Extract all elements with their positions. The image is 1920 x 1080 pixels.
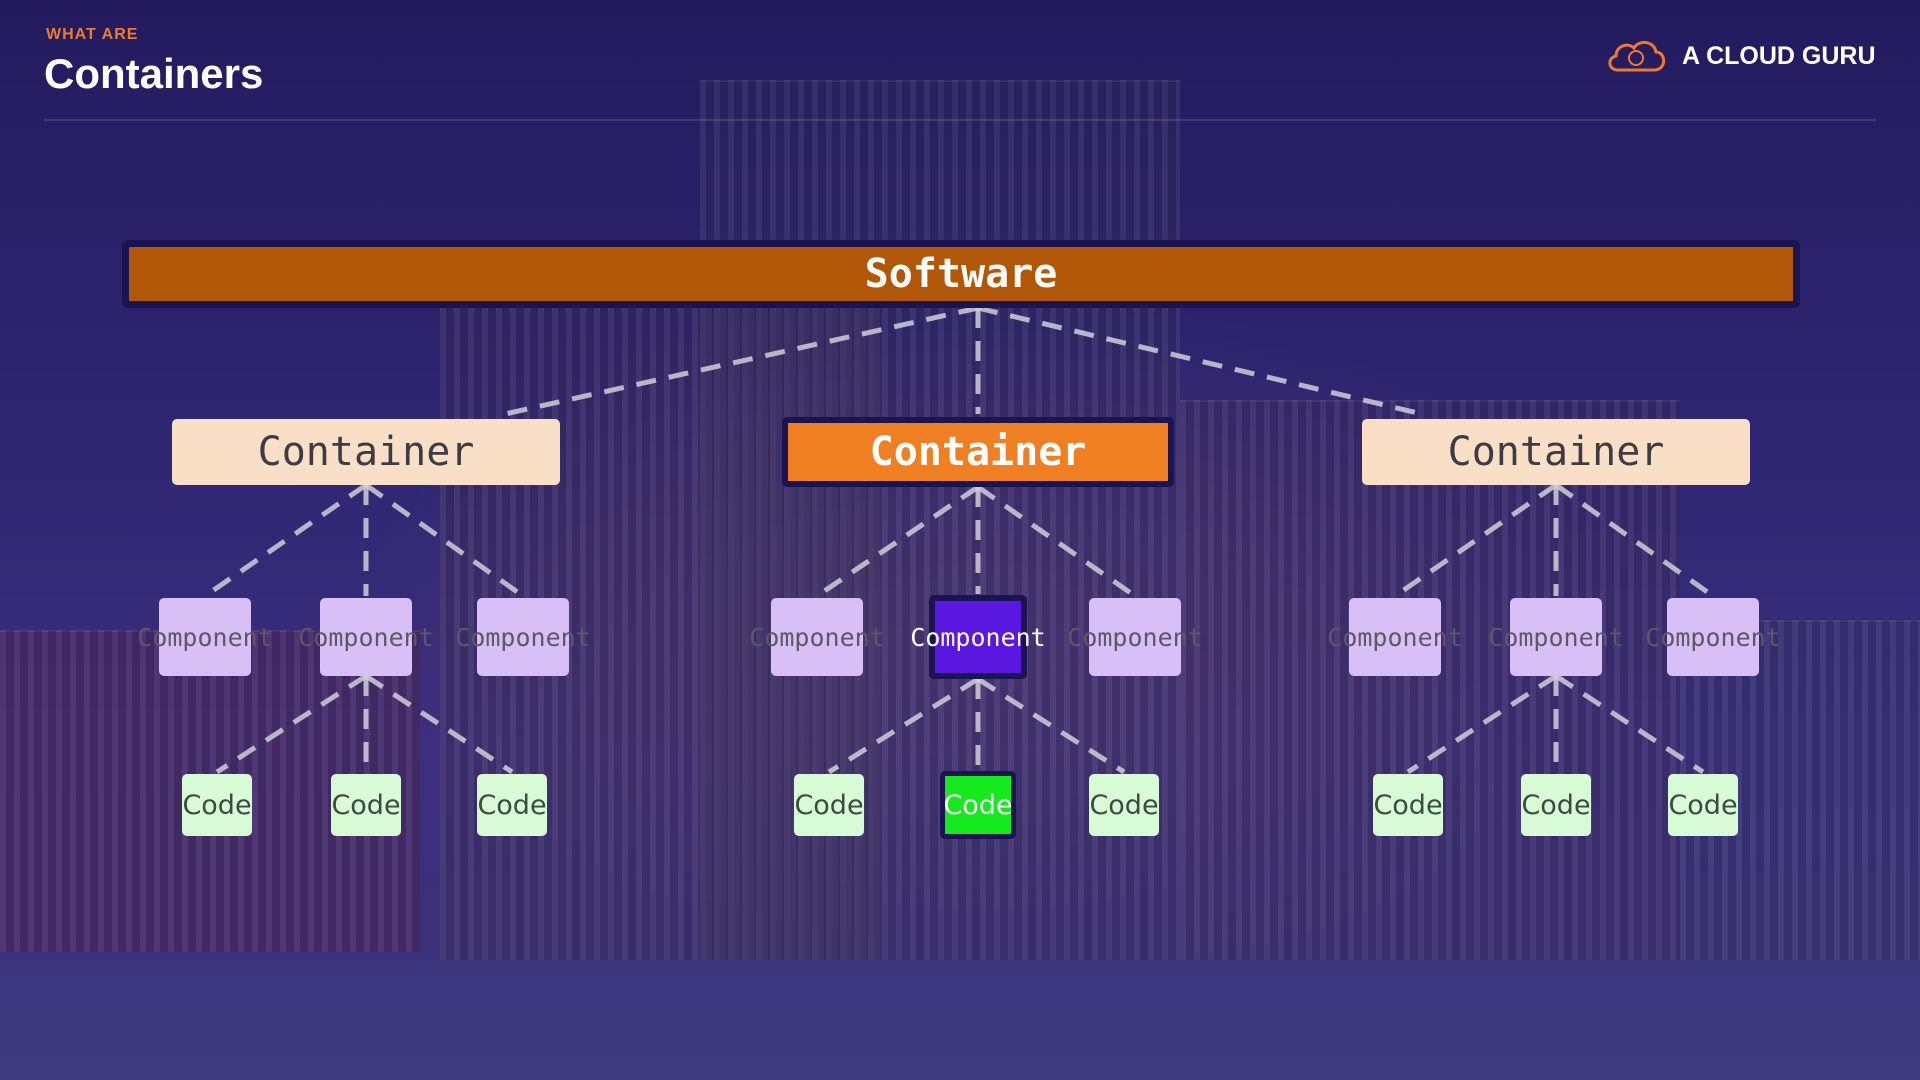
component-node-2-2-highlighted: Component: [910, 595, 1046, 679]
code-node-2-2-highlighted: Code: [940, 771, 1016, 839]
ground: [0, 960, 1920, 1080]
link-component-3-2-code-1: [1406, 673, 1558, 775]
link-software-container-3: [977, 305, 1423, 417]
component-node-3-3: Component: [1645, 598, 1781, 676]
code-node-2-1: Code: [794, 774, 864, 836]
code-node-1-1: Code: [182, 774, 252, 836]
link-component-3-2-code-3: [1554, 673, 1705, 775]
component-node-2-1: Component: [749, 598, 885, 676]
header-divider: [44, 119, 1876, 121]
link-container-1-component-3: [364, 482, 525, 599]
link-container-3-component-1: [1393, 482, 1558, 599]
link-component-2-2-code-1: [827, 676, 980, 775]
software-node: Software: [122, 240, 1800, 308]
link-software-container-1: [504, 305, 979, 417]
link-container-1-component-1: [203, 482, 368, 599]
link-component-2-2-code-3: [976, 676, 1126, 775]
component-node-3-1: Component: [1327, 598, 1463, 676]
slide-title: Containers: [44, 50, 264, 97]
container-stack-center: [700, 80, 1180, 1002]
container-node-1: Container: [172, 419, 560, 485]
link-component-1-2-code-1: [215, 673, 368, 775]
brand-name: A CLOUD GURU: [1682, 41, 1876, 70]
component-node-1-1: Component: [137, 598, 273, 676]
component-node-1-3: Component: [455, 598, 591, 676]
container-node-2-highlighted: Container: [782, 417, 1174, 487]
component-node-2-3: Component: [1067, 598, 1203, 676]
link-container-3-component-3: [1554, 482, 1715, 599]
brand-logo: A CLOUD GURU: [1604, 36, 1876, 76]
link-container-2-component-1: [815, 484, 980, 599]
code-node-1-2: Code: [331, 774, 401, 836]
component-node-3-2: Component: [1488, 598, 1624, 676]
code-node-1-3: Code: [477, 774, 547, 836]
code-node-3-3: Code: [1668, 774, 1738, 836]
code-node-3-2: Code: [1521, 774, 1591, 836]
code-node-3-1: Code: [1373, 774, 1443, 836]
container-node-3: Container: [1362, 419, 1750, 485]
link-container-2-component-3: [976, 484, 1137, 599]
component-node-1-2: Component: [298, 598, 434, 676]
code-node-2-3: Code: [1089, 774, 1159, 836]
link-component-1-2-code-3: [364, 673, 514, 775]
cloud-icon: [1608, 41, 1666, 72]
slide-kicker: WHAT ARE: [46, 26, 139, 43]
